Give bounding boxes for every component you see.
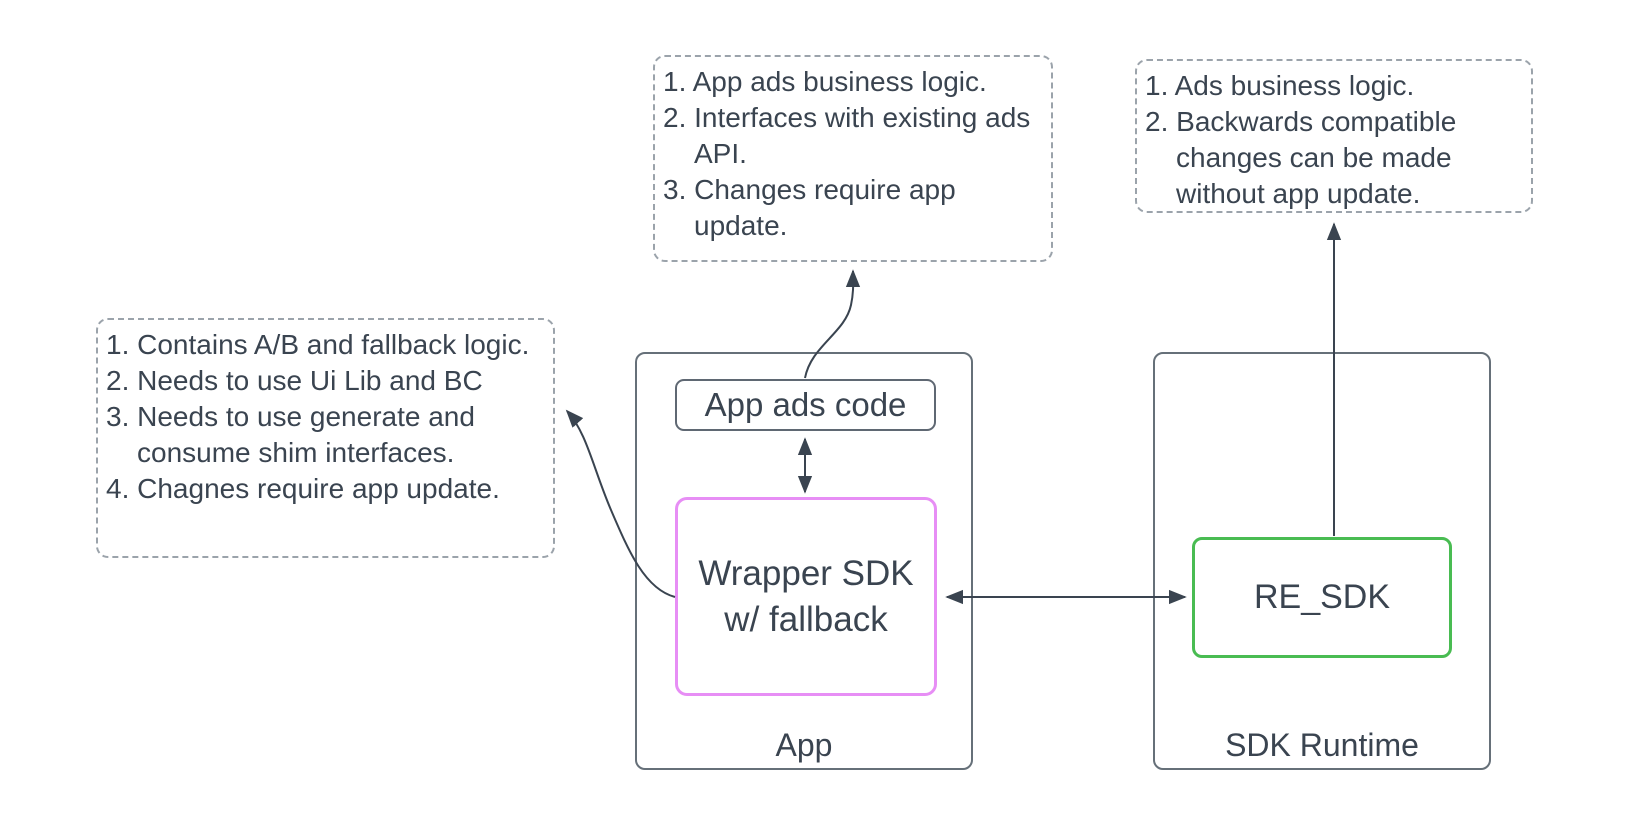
- wrapper-sdk-label-line1: Wrapper SDK: [698, 553, 914, 593]
- re-sdk-node: RE_SDK: [1192, 537, 1452, 658]
- note-item: Needs to use generate and consume shim i…: [137, 401, 475, 468]
- note-list: Contains A/B and fallback logic. Needs t…: [106, 327, 547, 507]
- app-ads-code-node: App ads code: [675, 379, 936, 431]
- note-item: Interfaces with existing ads API.: [694, 102, 1031, 169]
- note-item: Backwards compatible changes can be made…: [1176, 106, 1457, 209]
- note-item: Needs to use Ui Lib and BC: [137, 365, 483, 396]
- note-item: App ads business logic.: [692, 66, 987, 97]
- note-item: Contains A/B and fallback logic.: [137, 329, 530, 360]
- app-container-label: App: [775, 727, 833, 763]
- sdk-runtime-container-label: SDK Runtime: [1225, 727, 1419, 763]
- wrapper-sdk-label-line2: w/ fallback: [724, 599, 888, 639]
- note-re-sdk: Ads business logic. Backwards compatible…: [1135, 59, 1533, 213]
- sdk-runtime-container: RE_SDK SDK Runtime: [1153, 352, 1491, 770]
- note-item: Ads business logic.: [1174, 70, 1415, 101]
- note-list: Ads business logic. Backwards compatible…: [1145, 68, 1525, 212]
- note-wrapper-sdk: Contains A/B and fallback logic. Needs t…: [96, 318, 555, 558]
- app-container: App ads code Wrapper SDK w/ fallback App: [635, 352, 973, 770]
- note-item: Changes require app update.: [694, 174, 956, 241]
- note-item: Chagnes require app update.: [137, 473, 500, 504]
- note-list: App ads business logic. Interfaces with …: [663, 64, 1045, 244]
- app-ads-code-label: App ads code: [704, 386, 907, 423]
- re-sdk-label: RE_SDK: [1253, 578, 1391, 616]
- note-app-ads-code: App ads business logic. Interfaces with …: [653, 55, 1053, 262]
- wrapper-sdk-node: Wrapper SDK w/ fallback: [675, 497, 937, 696]
